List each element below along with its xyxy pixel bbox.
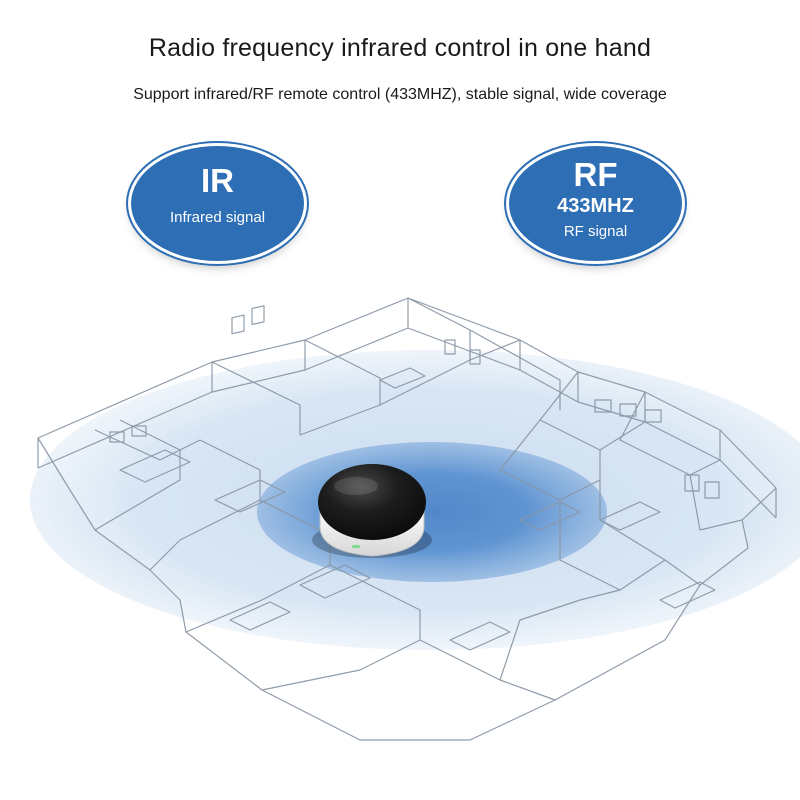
status-led: [352, 545, 360, 548]
page-title: Radio frequency infrared control in one …: [148, 34, 652, 62]
rf-badge-label: RF signal: [563, 223, 628, 240]
rf-badge-frequency: 433MHZ: [557, 195, 634, 217]
rf-badge: RF 433MHZ RF signal: [509, 146, 682, 261]
page-subtitle: Support infrared/RF remote control (433M…: [133, 86, 667, 103]
ir-badge-title: IR: [201, 162, 234, 199]
remote-hub-device: [312, 464, 432, 558]
ir-badge-label: Infrared signal: [169, 209, 266, 226]
ir-badge: IR Infrared signal: [131, 146, 304, 261]
rf-badge-title: RF: [573, 156, 618, 193]
